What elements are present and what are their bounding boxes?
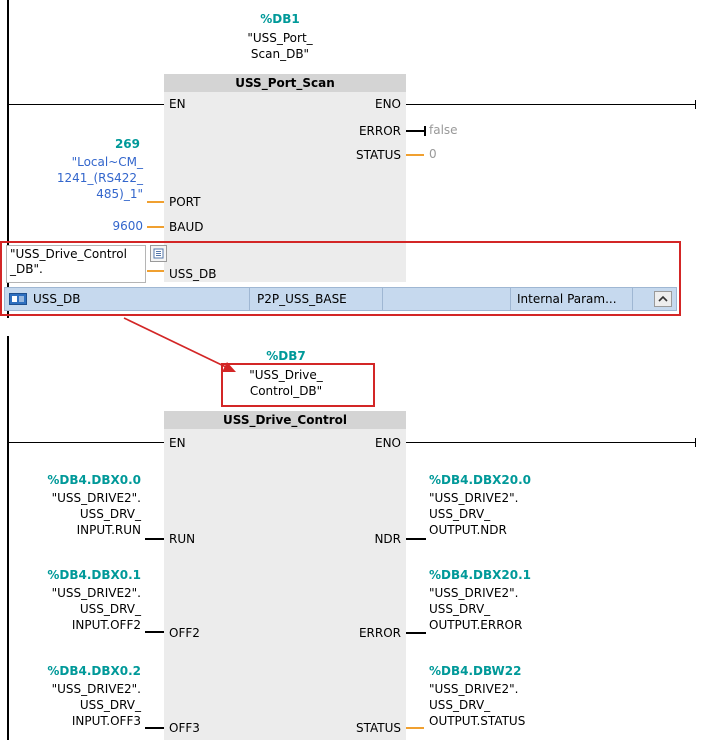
uss-drive-control-title: USS_Drive_Control — [164, 411, 406, 429]
db1-instance-name[interactable]: "USS_Port_ Scan_DB" — [247, 31, 313, 61]
uss-drive-control-block[interactable]: USS_Drive_Control — [164, 411, 406, 740]
pin-off2: OFF2 — [169, 626, 200, 640]
status-tag[interactable]: "USS_DRIVE2". USS_DRV_ OUTPUT.STATUS — [429, 682, 526, 728]
pin-status-network1: STATUS — [355, 148, 401, 162]
pin-error-network2: ERROR — [358, 626, 401, 640]
list-picker-icon[interactable] — [150, 245, 167, 262]
run-tag[interactable]: "USS_DRIVE2". USS_DRV_ INPUT.RUN — [51, 491, 141, 537]
left-power-rail-network1 — [7, 0, 9, 318]
status-value-network1: 0 — [429, 147, 437, 161]
error-tag[interactable]: "USS_DRIVE2". USS_DRV_ OUTPUT.ERROR — [429, 586, 523, 632]
pin-off3: OFF3 — [169, 721, 200, 735]
uss-port-scan-block[interactable]: USS_Port_Scan — [164, 74, 406, 282]
uss-port-scan-title: USS_Port_Scan — [164, 74, 406, 92]
en-wire-network1 — [9, 104, 164, 105]
en-wire-network2 — [9, 442, 164, 443]
port-wire — [147, 201, 164, 203]
uss-db-wire — [147, 270, 164, 272]
chevron-up-icon[interactable] — [654, 291, 672, 307]
off3-tag[interactable]: "USS_DRIVE2". USS_DRV_ INPUT.OFF3 — [51, 682, 141, 728]
db7-address: %DB7 — [266, 349, 306, 363]
ndr-address: %DB4.DBX20.0 — [429, 473, 532, 487]
ndr-wire — [406, 538, 426, 540]
db1-address: %DB1 — [260, 12, 300, 26]
off2-tag[interactable]: "USS_DRIVE2". USS_DRV_ INPUT.OFF2 — [51, 586, 141, 632]
eno-wire-network2 — [406, 442, 695, 443]
annotation-highlight-db7 — [221, 363, 375, 407]
uss-db-input-field[interactable]: "USS_Drive_Control _DB". — [6, 245, 146, 283]
autocomplete-type: P2P_USS_BASE — [257, 292, 347, 306]
status-address: %DB4.DBW22 — [429, 664, 522, 678]
baud-wire — [147, 226, 164, 228]
pin-en-network2: EN — [169, 436, 186, 450]
run-wire — [145, 538, 164, 540]
pin-port: PORT — [169, 195, 201, 209]
ndr-tag[interactable]: "USS_DRIVE2". USS_DRV_ OUTPUT.NDR — [429, 491, 519, 537]
baud-value[interactable]: 9600 — [112, 219, 143, 233]
right-rail-stub-network2 — [695, 438, 696, 447]
autocomplete-comment: Internal Param... — [517, 292, 617, 306]
error-value-network1: false — [429, 123, 458, 137]
autocomplete-row-uss-db[interactable]: USS_DB P2P_USS_BASE Internal Param... — [4, 287, 677, 311]
status-wire-network2 — [406, 727, 424, 729]
status-wire-network1 — [406, 154, 424, 156]
pin-error-network1: ERROR — [358, 124, 401, 138]
off3-wire — [145, 727, 164, 729]
pin-ndr: NDR — [374, 532, 401, 546]
port-value-number: 269 — [114, 137, 140, 151]
pin-status-network2: STATUS — [355, 721, 401, 735]
off2-address: %DB4.DBX0.1 — [47, 568, 141, 582]
error-wire-network1 — [406, 130, 424, 132]
pin-baud: BAUD — [169, 220, 204, 234]
pin-eno-network1: ENO — [374, 97, 401, 111]
db-tag-icon — [9, 292, 27, 306]
error-wire-network2 — [406, 632, 426, 634]
port-value-tag[interactable]: "Local~CM_ 1241_(RS422_ 485)_1" — [56, 155, 143, 201]
db7-instance-name[interactable]: "USS_Drive_ Control_DB" — [249, 368, 323, 398]
eno-wire-network1 — [406, 104, 695, 105]
right-rail-stub-network1 — [695, 100, 696, 109]
pin-run: RUN — [169, 532, 196, 546]
run-address: %DB4.DBX0.0 — [47, 473, 141, 487]
off3-address: %DB4.DBX0.2 — [47, 664, 141, 678]
error-address: %DB4.DBX20.1 — [429, 568, 532, 582]
pin-eno-network2: ENO — [374, 436, 401, 450]
pin-en-network1: EN — [169, 97, 186, 111]
left-power-rail-network2 — [7, 336, 9, 740]
pin-uss-db: USS_DB — [169, 267, 217, 281]
autocomplete-name: USS_DB — [33, 292, 81, 306]
off2-wire — [145, 631, 164, 633]
annotation-highlight-uss-db — [0, 241, 681, 316]
error-wire-end-network1 — [424, 126, 426, 136]
